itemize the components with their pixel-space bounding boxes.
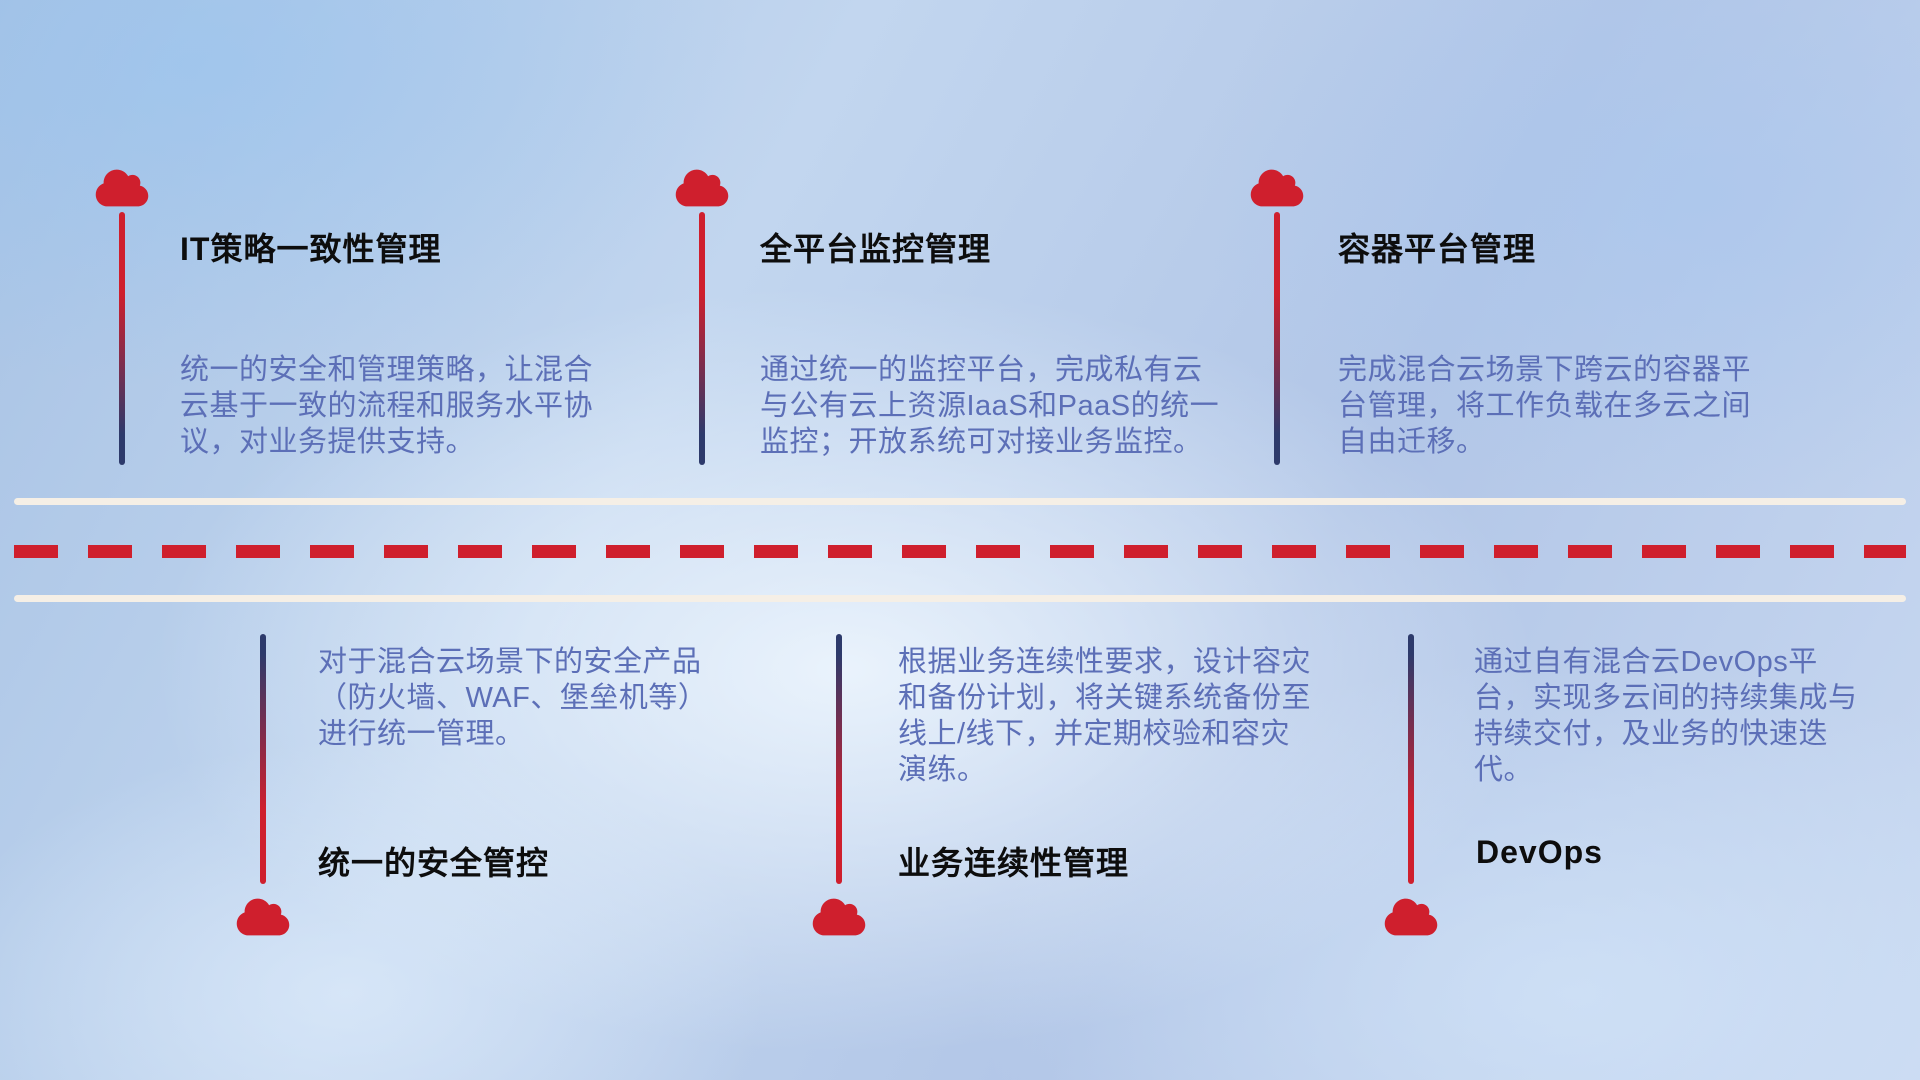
item-title: 容器平台管理 [1338, 231, 1537, 267]
item-description: 完成混合云场景下跨云的容器平台管理，将工作负载在多云之间自由迁移。 [1338, 354, 1752, 458]
road-center-dashed-line [14, 545, 1906, 558]
connector-line [1274, 212, 1280, 465]
item-title: 业务连续性管理 [898, 845, 1130, 881]
item-description: 通过自有混合云DevOps平台，实现多云间的持续集成与持续交付，及业务的快速迭代… [1474, 646, 1858, 786]
connector-line [836, 634, 842, 884]
item-title: DevOps [1476, 834, 1603, 870]
road-edge-line-top [14, 498, 1906, 505]
cloud-icon [675, 169, 729, 207]
connector-line [699, 212, 705, 465]
item-title: IT策略一致性管理 [180, 231, 442, 267]
cloud-icon [812, 898, 866, 936]
item-title: 全平台监控管理 [760, 231, 992, 267]
cloud-icon [236, 898, 290, 936]
road-edge-line-bottom [14, 595, 1906, 602]
connector-line [119, 212, 125, 465]
connector-line [260, 634, 266, 884]
item-description: 通过统一的监控平台，完成私有云与公有云上资源IaaS和PaaS的统一监控；开放系… [760, 354, 1220, 458]
item-description: 对于混合云场景下的安全产品（防火墙、WAF、堡垒机等）进行统一管理。 [318, 646, 708, 750]
item-description: 根据业务连续性要求，设计容灾和备份计划，将关键系统备份至线上/线下，并定期校验和… [898, 646, 1312, 786]
item-title: 统一的安全管控 [318, 845, 550, 881]
cloud-icon [95, 169, 149, 207]
cloud-icon [1384, 898, 1438, 936]
item-description: 统一的安全和管理策略，让混合云基于一致的流程和服务水平协议，对业务提供支持。 [180, 354, 594, 458]
cloud-icon [1250, 169, 1304, 207]
connector-line [1408, 634, 1414, 884]
